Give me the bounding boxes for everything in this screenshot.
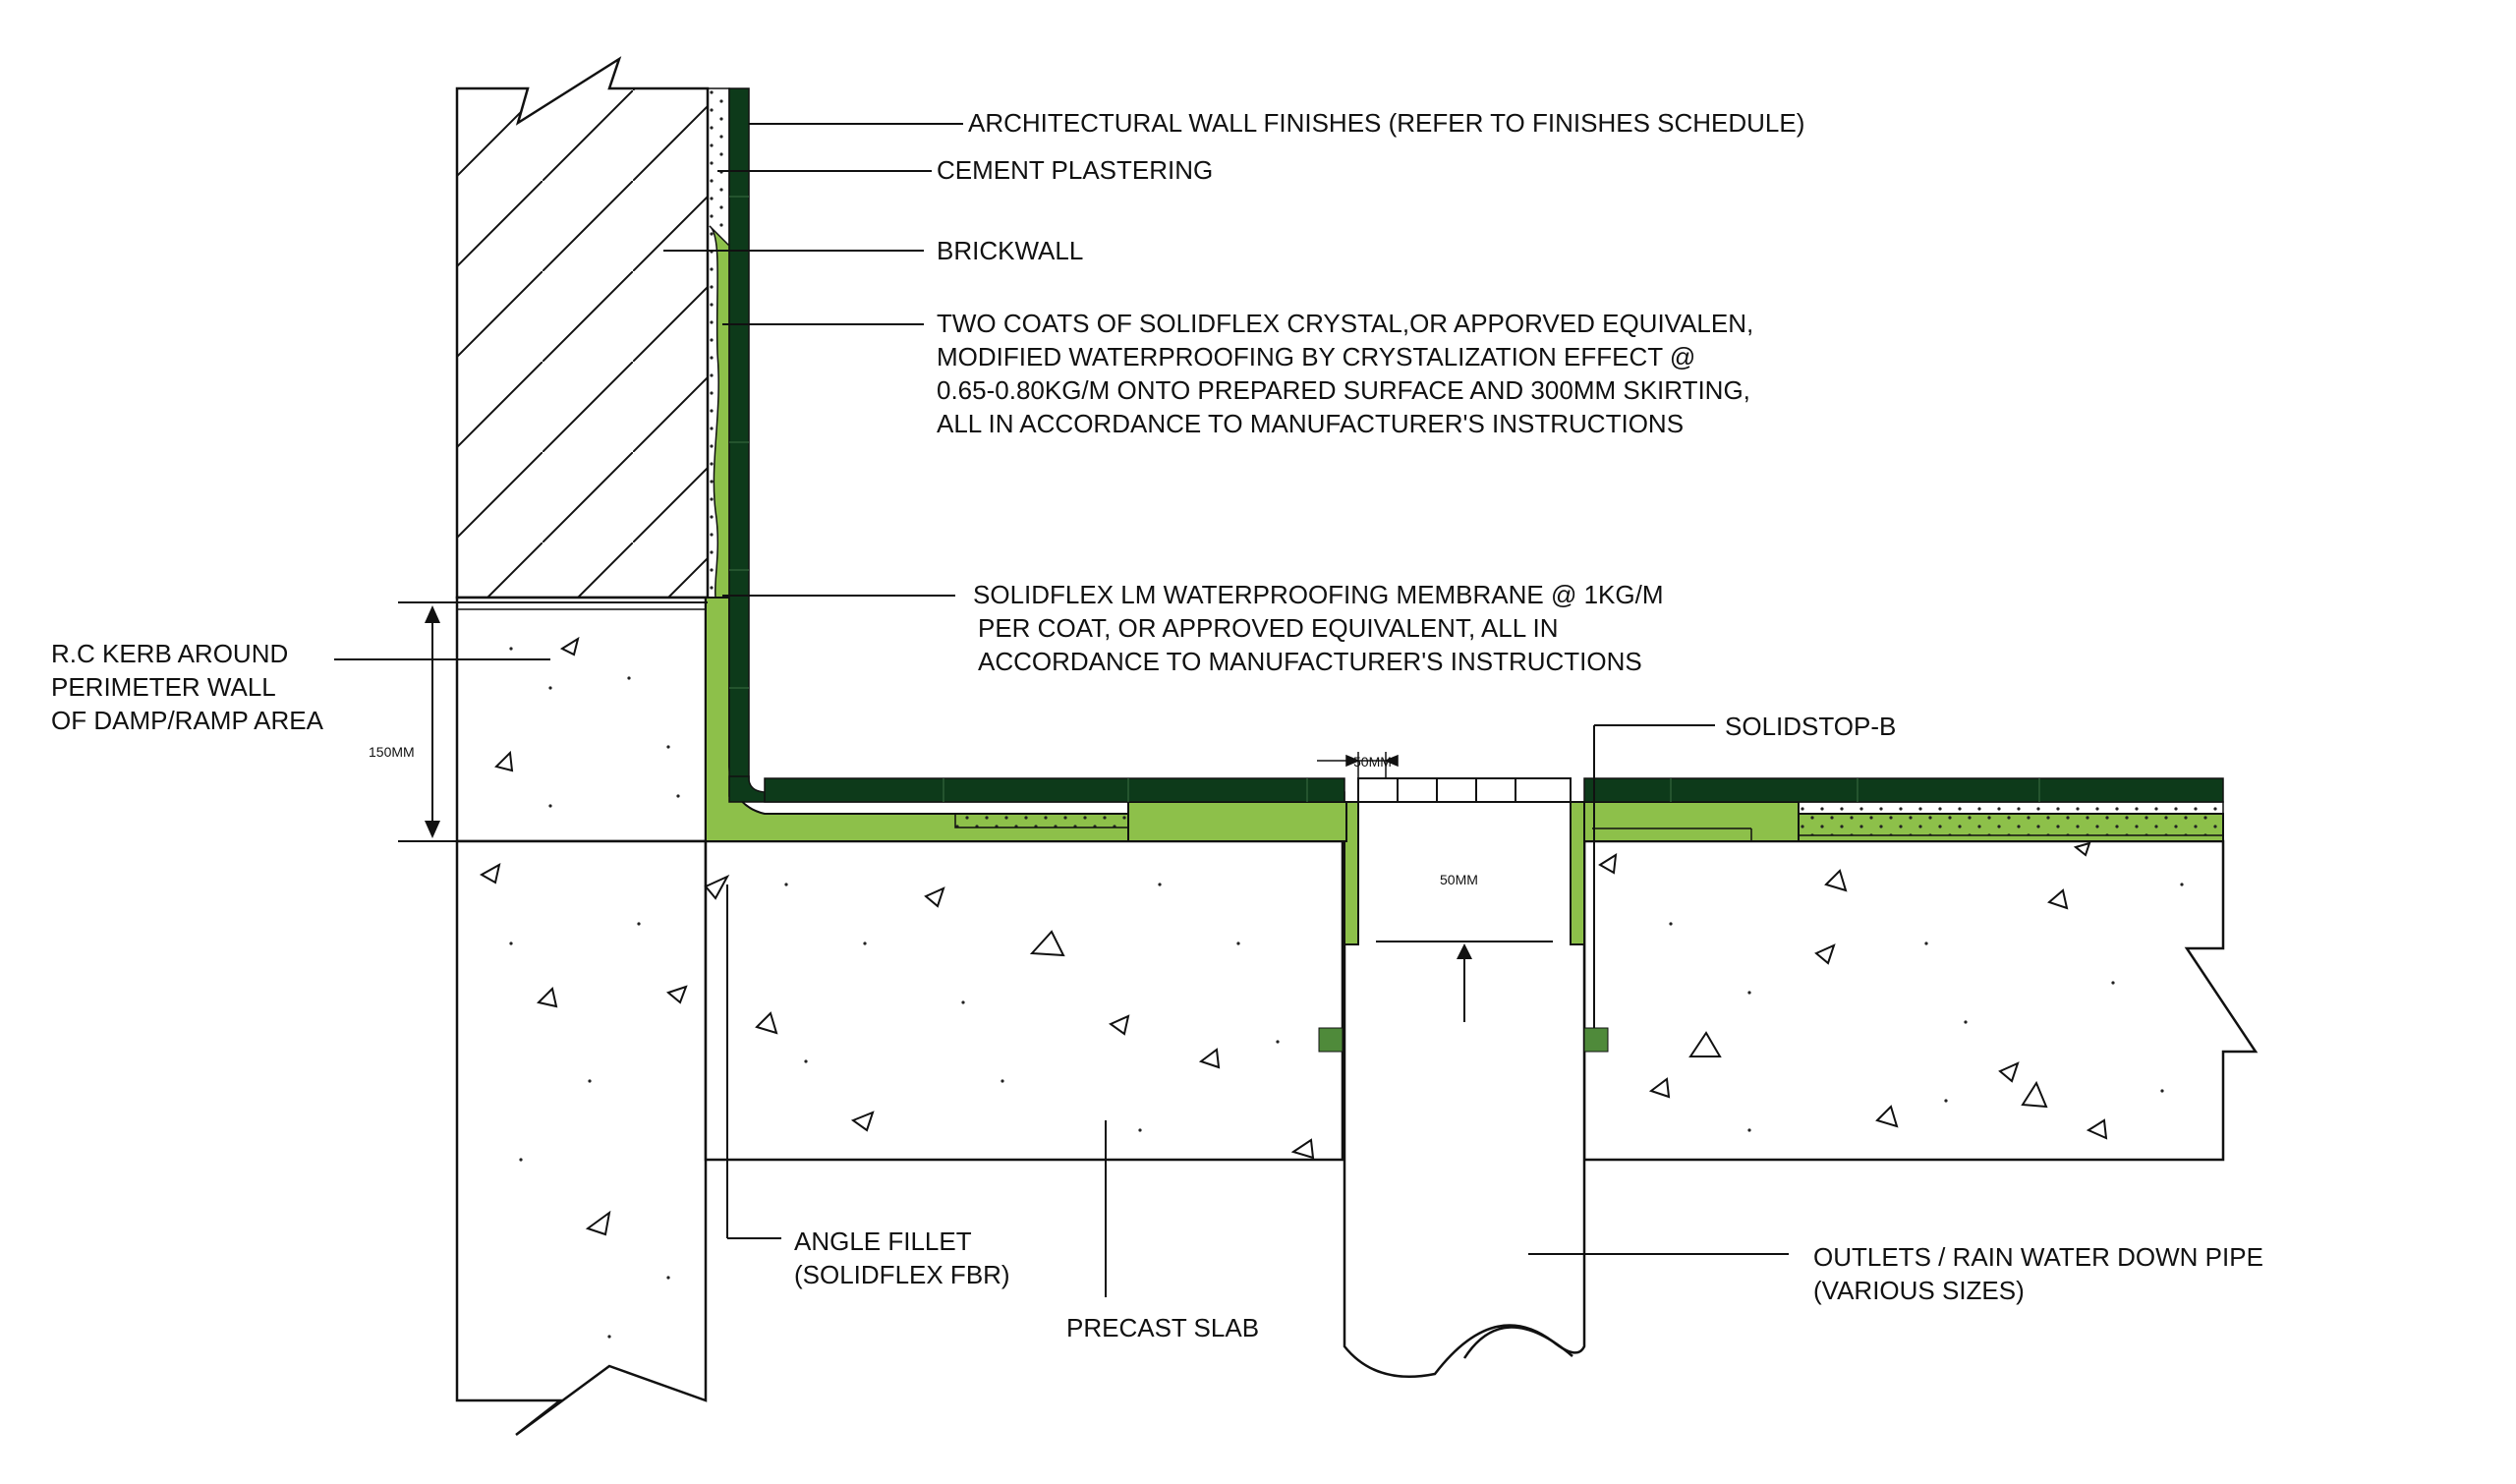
brick-wall — [455, 56, 710, 599]
kerb-height-dimension — [398, 601, 708, 842]
label-membrane-line1: SOLIDFLEX LM WATERPROOFING MEMBRANE @ 1K… — [973, 580, 1663, 609]
label-membrane-line3: ACCORDANCE TO MANUFACTURER'S INSTRUCTION… — [978, 647, 1642, 676]
label-fillet-line1: ANGLE FILLET — [794, 1227, 972, 1256]
label-precast-slab: PRECAST SLAB — [1066, 1313, 1259, 1342]
leader-lines — [334, 123, 1789, 1297]
architectural-finish-tiles — [728, 87, 2224, 803]
label-crystal-line2: MODIFIED WATERPROOFING BY CRYSTALIZATION… — [937, 342, 1695, 371]
label-crystal-line1: TWO COATS OF SOLIDFLEX CRYSTAL,OR APPORV… — [937, 309, 1753, 338]
solidstop-b-left — [1318, 1027, 1344, 1053]
rc-column — [455, 839, 708, 1437]
precast-slab-right — [1582, 839, 2259, 1162]
label-brickwall: BRICKWALL — [937, 236, 1083, 265]
label-fillet-line2: (SOLIDFLEX FBR) — [794, 1260, 1010, 1289]
precast-slab-left — [704, 839, 1344, 1162]
label-solidstop: SOLIDSTOP-B — [1725, 712, 1896, 741]
label-plastering: CEMENT PLASTERING — [937, 155, 1213, 185]
solidstop-b-right — [1583, 1027, 1609, 1053]
crystal-coating-band — [709, 225, 730, 599]
label-crystal-line4: ALL IN ACCORDANCE TO MANUFACTURER'S INST… — [937, 409, 1684, 438]
concrete-aggregate — [479, 636, 2108, 1236]
label-outlet-line2: (VARIOUS SIZES) — [1813, 1276, 2025, 1305]
label-membrane-line2: PER COAT, OR APPROVED EQUIVALENT, ALL IN — [978, 613, 1558, 643]
floor-grating — [1357, 777, 1572, 803]
label-crystal-line3: 0.65-0.80KG/M ONTO PREPARED SURFACE AND … — [937, 375, 1750, 405]
label-kerb-line2: PERIMETER WALL — [51, 672, 276, 702]
label-kerb-line3: OF DAMP/RAMP AREA — [51, 706, 324, 735]
label-wall-finish: ARCHITECTURAL WALL FINISHES (REFER TO FI… — [968, 108, 1804, 138]
label-outlet-line1: OUTLETS / RAIN WATER DOWN PIPE — [1813, 1242, 2263, 1272]
concrete-speckles — [509, 647, 2184, 1339]
outlet-gap-text: 50MM — [1440, 872, 1478, 887]
label-kerb-line1: R.C KERB AROUND — [51, 639, 288, 668]
grating-gap-text: 50MM — [1353, 754, 1392, 770]
rc-kerb — [455, 596, 708, 843]
waterproofing-membrane — [705, 597, 2224, 945]
grating-gap-dimension — [1317, 752, 1399, 778]
rain-water-down-pipe — [1343, 841, 1586, 1378]
annotations: ARCHITECTURAL WALL FINISHES (REFER TO FI… — [51, 108, 2263, 1342]
kerb-height-text: 150MM — [369, 744, 415, 760]
